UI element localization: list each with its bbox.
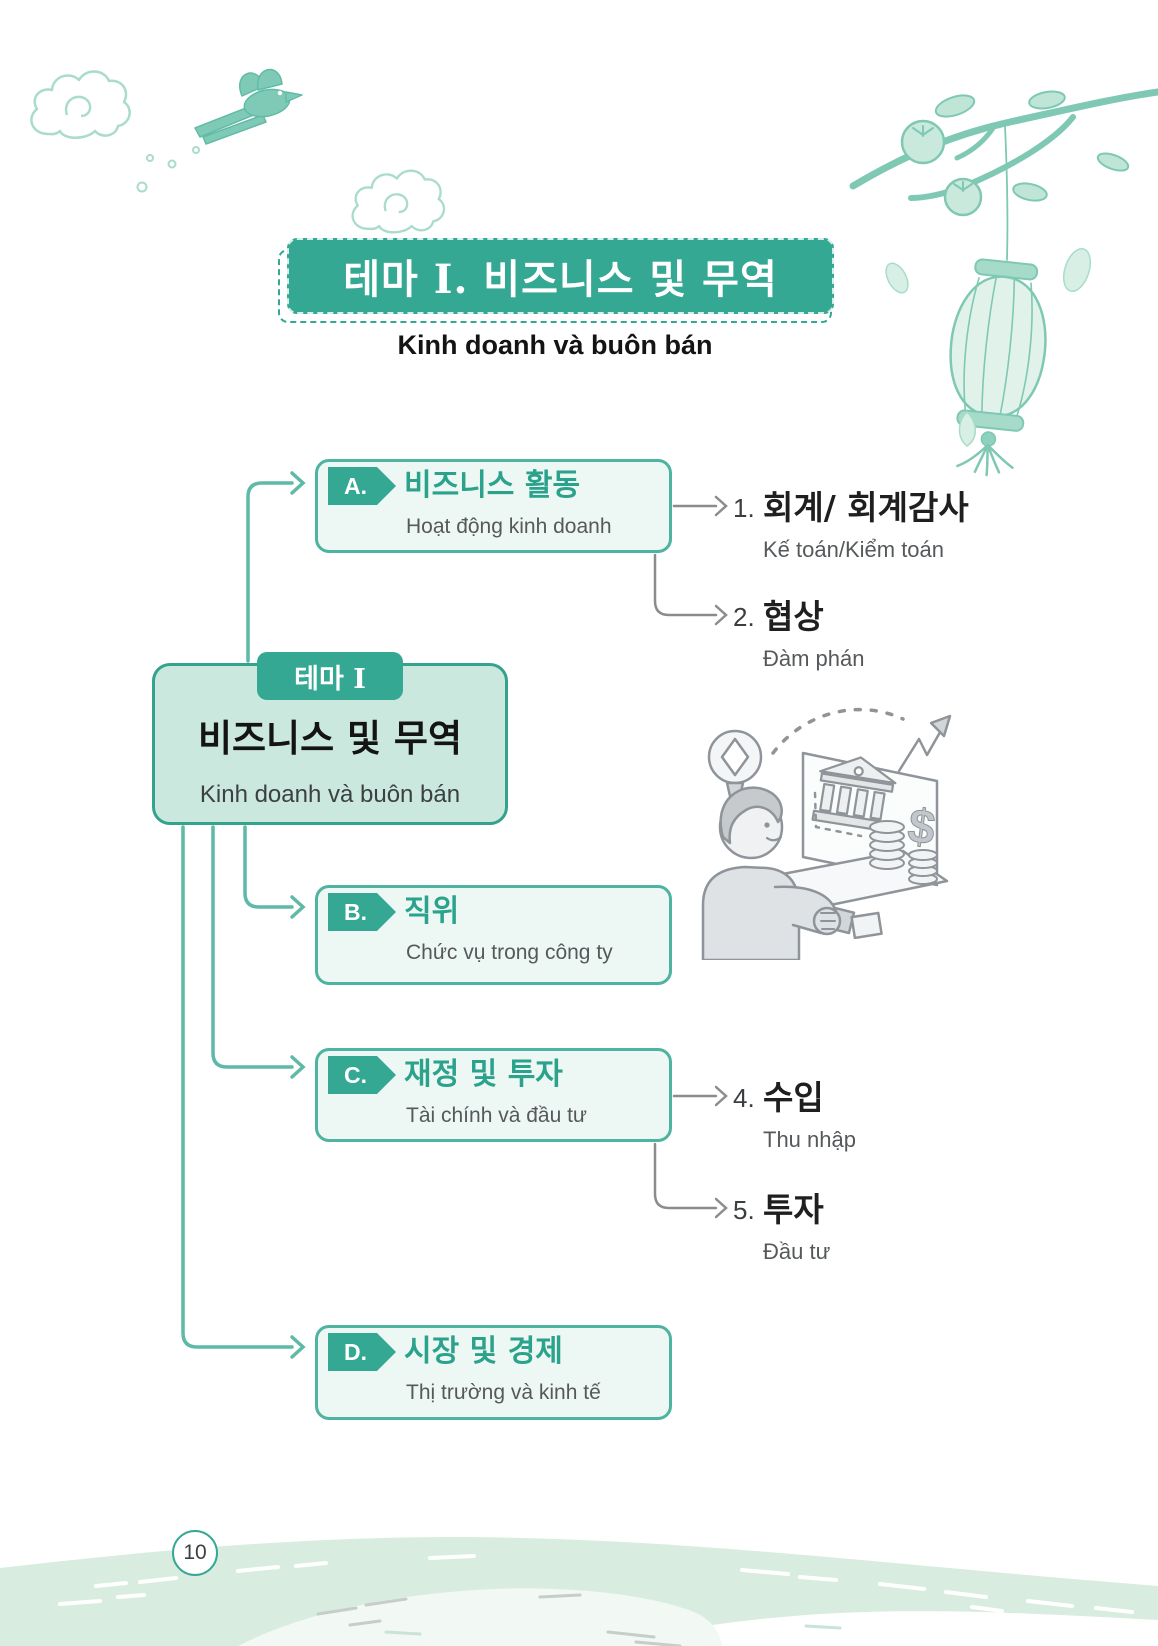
sub-item-number: 2.	[733, 602, 755, 632]
branch-title: 직위	[404, 894, 460, 929]
header-title-box: 테마 I. 비즈니스 및 무역	[287, 238, 834, 314]
page-number: 10	[172, 1530, 218, 1576]
lightbulb-icon	[707, 729, 763, 798]
coin-stack-icon	[869, 820, 938, 885]
branch-subtitle: Chức vụ trong công ty	[406, 941, 613, 964]
green-dashes	[384, 1624, 842, 1636]
page-subtitle: Kinh doanh và buôn bán	[397, 330, 713, 360]
top-left-decorations	[30, 68, 446, 234]
theme-badge: 테마 I	[257, 652, 403, 700]
gray-dashes	[316, 1593, 682, 1646]
sub-item-vietnamese: Đầu tư	[763, 1239, 831, 1264]
sub-item: 1. 회계/ 회계감사 Kế toán/Kiểm toán	[733, 488, 969, 563]
sub-item-vietnamese: Thu nhập	[763, 1127, 856, 1152]
branch-title: 비즈니스 활동	[404, 468, 581, 503]
person-illustration: $	[701, 707, 952, 960]
river-landscape	[0, 1536, 1158, 1646]
sub-item-korean: 투자	[763, 1190, 824, 1229]
branch-box-a: A. 비즈니스 활동 Hoạt động kinh doanh	[315, 459, 672, 553]
dashed-arc	[771, 707, 905, 755]
white-dashes	[58, 1554, 1134, 1614]
theme-title: 비즈니스 및 무역	[197, 716, 463, 760]
sub-item-number: 5.	[733, 1195, 755, 1225]
branch-box-c: C. 재정 및 투자 Tài chính và đầu tư	[315, 1048, 672, 1142]
theme-connectors	[181, 471, 306, 1359]
sub-item-vietnamese: Đàm phán	[763, 646, 865, 671]
persimmon-branch-icon	[849, 88, 1158, 261]
theme-subtitle: Kinh doanh và buôn bán	[199, 781, 461, 808]
branch-letter-badge: C.	[328, 1056, 396, 1094]
bank-icon	[811, 756, 897, 833]
sub-item-vietnamese: Kế toán/Kiểm toán	[763, 537, 945, 562]
river	[238, 1588, 722, 1646]
branch-letter-badge: D.	[328, 1333, 396, 1371]
growth-arrow-icon	[897, 714, 952, 773]
top-right-decorations	[849, 88, 1158, 477]
branch-subtitle: Hoạt động kinh doanh	[406, 515, 612, 538]
theme-root-box: 테마 I 비즈니스 및 무역 Kinh doanh và buôn bán	[152, 652, 508, 825]
branch-box-b: B. 직위 Chức vụ trong công ty	[315, 885, 672, 985]
sparkle-dots	[136, 146, 200, 193]
dashed-path	[813, 791, 863, 838]
branch-subtitle: Tài chính và đầu tư	[406, 1104, 587, 1127]
sub-item-number: 4.	[733, 1083, 755, 1113]
cloud-icon	[30, 70, 131, 139]
sub-item-korean: 수입	[763, 1078, 824, 1117]
lantern-icon	[949, 258, 1047, 477]
branch-title: 재정 및 투자	[404, 1057, 563, 1092]
sub-item: 5. 투자 Đầu tư	[733, 1190, 830, 1265]
branch-title: 시장 및 경제	[404, 1334, 563, 1369]
branch-subtitle: Thị trường và kinh tế	[406, 1381, 601, 1404]
sub-item: 4. 수입 Thu nhập	[733, 1078, 856, 1153]
branch-box-d: D. 시장 및 경제 Thị trường và kinh tế	[315, 1325, 672, 1420]
sub-item-korean: 협상	[763, 597, 824, 636]
page-title: 테마 I. 비즈니스 및 무역	[343, 256, 778, 303]
branch-letter-badge: B.	[328, 893, 396, 931]
subitem-connectors	[653, 495, 728, 1219]
sub-item: 2. 협상 Đàm phán	[733, 597, 865, 672]
falling-leaves-icon	[885, 248, 1092, 447]
sub-item-korean: 회계/ 회계감사	[763, 488, 969, 527]
sub-item-number: 1.	[733, 493, 755, 523]
person	[701, 786, 842, 960]
branch-letter-badge: A.	[328, 467, 396, 505]
bird-icon	[194, 68, 303, 145]
